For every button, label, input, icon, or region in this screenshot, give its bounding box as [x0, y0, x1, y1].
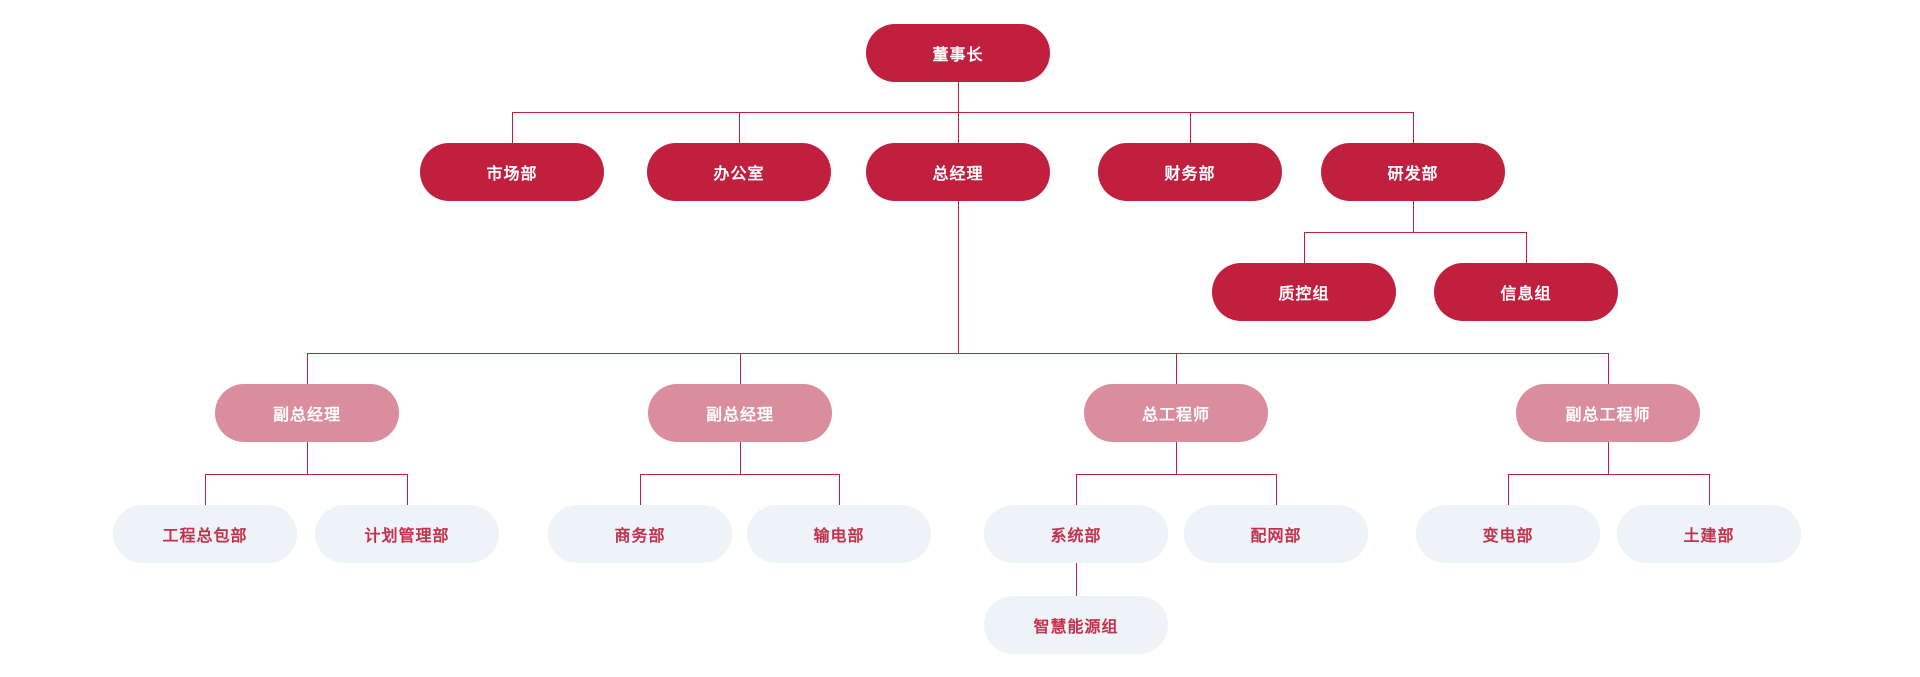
org-node-quality-control[interactable]: 质控组 [1212, 263, 1396, 321]
connector-stem-deputy-chief-eng [1608, 442, 1609, 474]
connector-drop-smart-energy [1076, 565, 1077, 596]
connector-drop-information [1526, 232, 1527, 263]
connector-rail-rnd [1304, 232, 1526, 233]
connector-drop-chief-engineer [1176, 353, 1177, 384]
org-node-civil-dept[interactable]: 土建部 [1617, 505, 1801, 563]
connector-stem-rnd [1413, 201, 1414, 232]
org-node-epc-dept[interactable]: 工程总包部 [113, 505, 297, 563]
org-node-distribution-dept[interactable]: 配网部 [1184, 505, 1368, 563]
connector-rail-deputy-chief-eng [1508, 474, 1709, 475]
org-node-transmission-dept[interactable]: 输电部 [747, 505, 931, 563]
org-node-marketing[interactable]: 市场部 [420, 143, 604, 201]
connector-rail-general-manager [307, 353, 1608, 354]
connector-stem-chief-engineer [1176, 442, 1177, 474]
connector-drop-quality-control [1304, 232, 1305, 263]
connector-drop-distribution-dept [1276, 474, 1277, 505]
org-node-general-manager[interactable]: 总经理 [866, 143, 1050, 201]
connector-stem-general-manager [958, 201, 959, 353]
org-node-chairman[interactable]: 董事长 [866, 24, 1050, 82]
connector-drop-civil-dept [1709, 474, 1710, 505]
connector-drop-epc-dept [205, 474, 206, 505]
connector-drop-office [739, 112, 740, 143]
org-node-planning-dept[interactable]: 计划管理部 [315, 505, 499, 563]
org-node-chief-engineer[interactable]: 总工程师 [1084, 384, 1268, 442]
connector-drop-commerce-dept [640, 474, 641, 505]
connector-stem-deputy-gm-2 [740, 442, 741, 474]
org-node-rnd[interactable]: 研发部 [1321, 143, 1505, 201]
connector-drop-deputy-chief-eng [1608, 353, 1609, 384]
connector-drop-deputy-gm-2 [740, 353, 741, 384]
connector-drop-system-dept [1076, 474, 1077, 505]
connector-drop-finance [1190, 112, 1191, 143]
connector-drop-transmission-dept [839, 474, 840, 505]
connector-drop-rnd [1413, 112, 1414, 143]
org-node-smart-energy[interactable]: 智慧能源组 [984, 596, 1168, 654]
connector-rail-chief-engineer [1076, 474, 1276, 475]
org-node-deputy-gm-2[interactable]: 副总经理 [648, 384, 832, 442]
org-node-finance[interactable]: 财务部 [1098, 143, 1282, 201]
connector-drop-marketing [512, 112, 513, 143]
org-node-system-dept[interactable]: 系统部 [984, 505, 1168, 563]
connector-stem-deputy-gm-1 [307, 442, 308, 474]
connector-rail-chairman [512, 112, 1413, 113]
org-node-deputy-gm-1[interactable]: 副总经理 [215, 384, 399, 442]
org-node-deputy-chief-eng[interactable]: 副总工程师 [1516, 384, 1700, 442]
connector-stem-chairman [958, 82, 959, 112]
connector-rail-deputy-gm-2 [640, 474, 839, 475]
org-node-office[interactable]: 办公室 [647, 143, 831, 201]
connector-stem-system-dept [1076, 563, 1077, 565]
connector-drop-deputy-gm-1 [307, 353, 308, 384]
connector-drop-substation-dept [1508, 474, 1509, 505]
org-node-commerce-dept[interactable]: 商务部 [548, 505, 732, 563]
connector-rail-deputy-gm-1 [205, 474, 407, 475]
org-node-information[interactable]: 信息组 [1434, 263, 1618, 321]
org-node-substation-dept[interactable]: 变电部 [1416, 505, 1600, 563]
connector-drop-planning-dept [407, 474, 408, 505]
connector-drop-general-manager [958, 112, 959, 143]
